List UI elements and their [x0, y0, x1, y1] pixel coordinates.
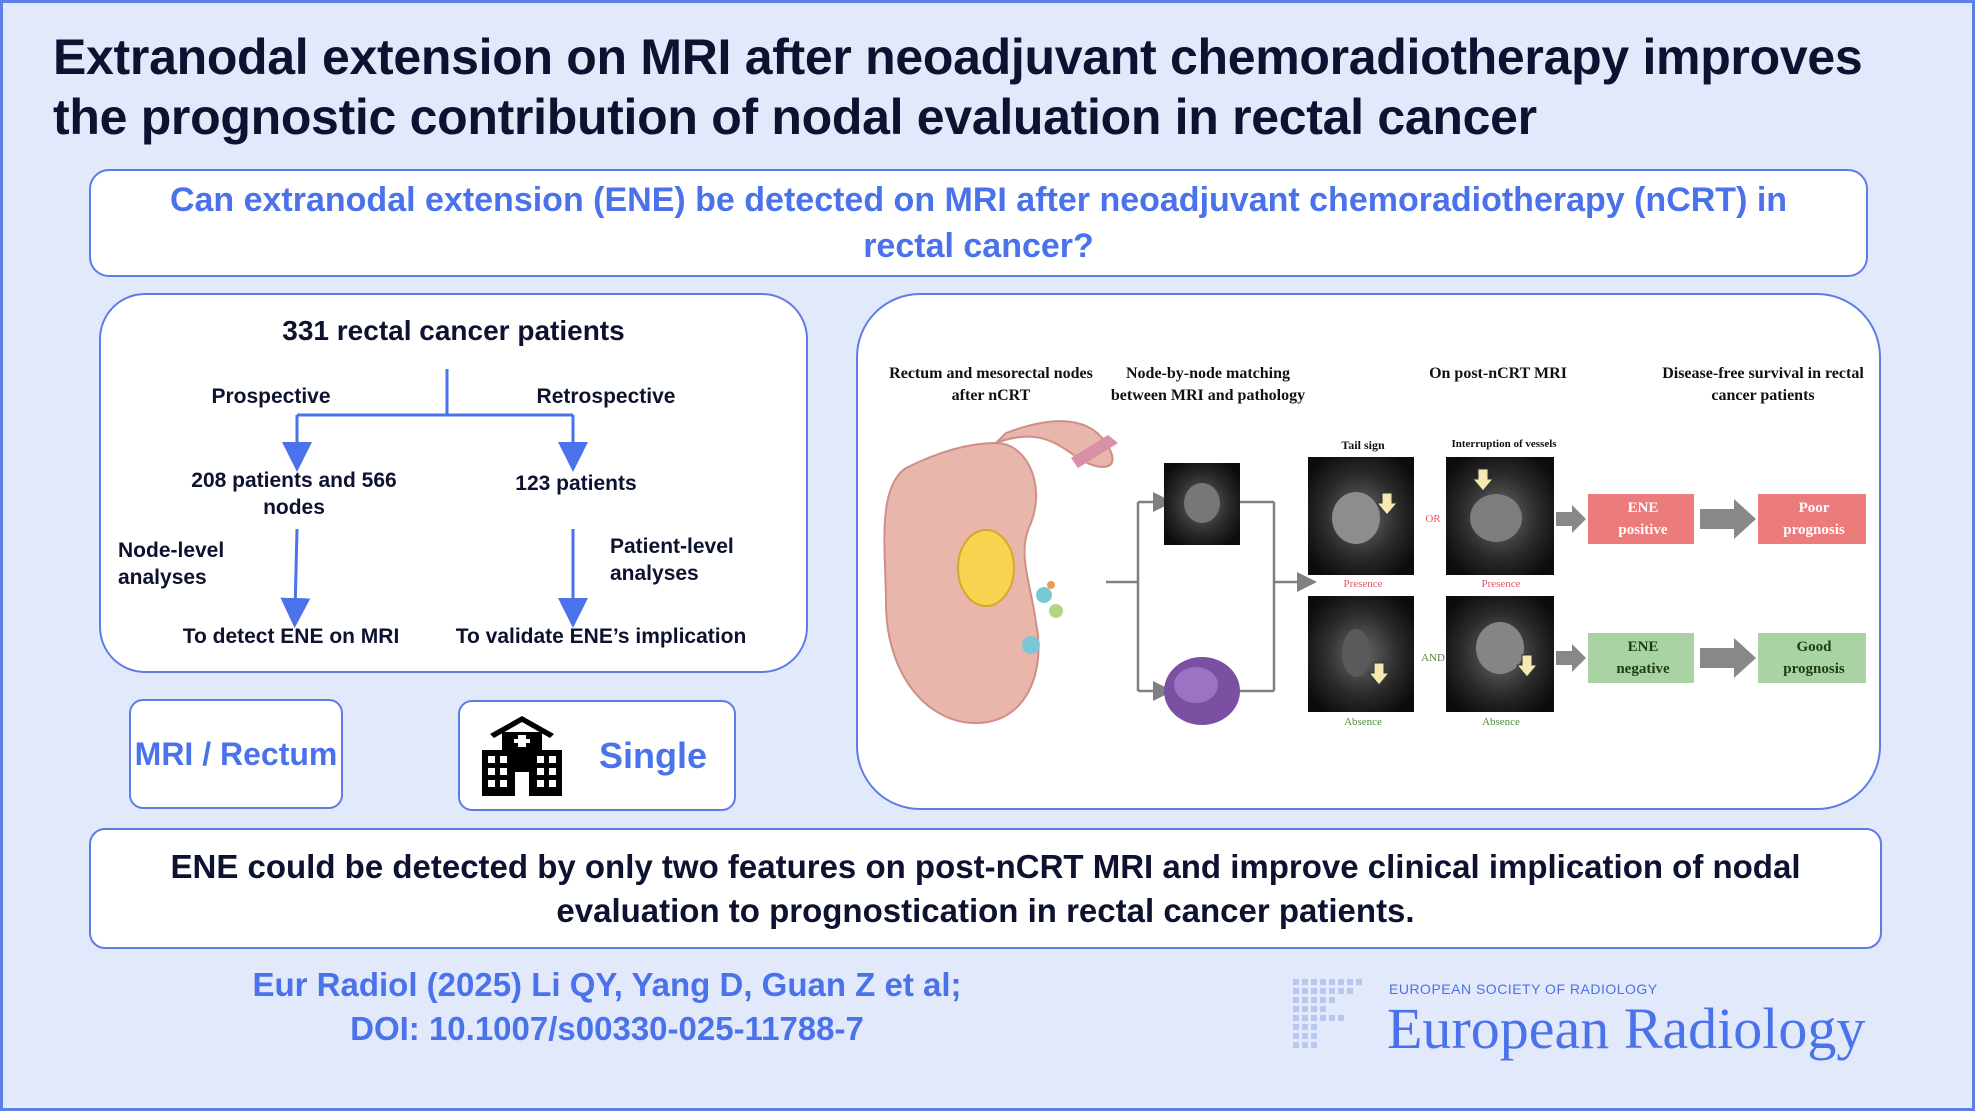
validate-goal: To validate ENE’s implication: [455, 625, 747, 648]
interruption-label: Interruption of vessels: [1451, 438, 1557, 450]
study-flow-panel: 331 rectal cancer patients Prospective R…: [99, 293, 808, 673]
modality-box: MRI / Rectum: [129, 699, 343, 809]
conclusion-text: ENE could be detected by only two featur…: [170, 847, 1801, 929]
presence-label-1: Presence: [1343, 578, 1383, 590]
page-title: Extranodal extension on MRI after neoadj…: [53, 29, 1863, 145]
esr-logo-icon: [1293, 979, 1362, 1048]
conclusion-box: ENE could be detected by only two featur…: [89, 828, 1882, 949]
journal-name: European Radiology: [1387, 996, 1866, 1061]
journal-logo: EUROPEAN SOCIETY OF RADIOLOGY European R…: [1293, 979, 1963, 1069]
society-name: EUROPEAN SOCIETY OF RADIOLOGY: [1389, 981, 1658, 997]
retrospective-count: 123 patients: [515, 472, 637, 495]
and-label: AND: [1421, 652, 1445, 664]
col1-heading: Rectum and mesorectal nodes after nCRT: [889, 365, 1093, 404]
center-label: Single: [598, 735, 708, 776]
patient-level-label: Patient-level analyses: [610, 535, 734, 585]
center-box: Single: [458, 700, 736, 811]
prospective-count: 208 patients and 566 nodes: [191, 469, 397, 519]
prospective-label: Prospective: [211, 385, 331, 408]
ene-negative-label: ENE negative: [1616, 639, 1670, 677]
poor-prognosis-box: [1758, 494, 1866, 544]
col3-heading: On post-nCRT MRI: [1429, 365, 1567, 382]
citation-line-1: Eur Radiol (2025) Li QY, Yang D, Guan Z …: [252, 966, 962, 1003]
flow-arrows: [280, 369, 588, 628]
poor-prognosis-label: Poor prognosis: [1783, 500, 1845, 538]
citation: Eur Radiol (2025) Li QY, Yang D, Guan Z …: [197, 963, 1017, 1051]
hospital-icon: [482, 716, 562, 796]
ene-positive-label: ENE positive: [1618, 500, 1668, 538]
rectum-illustration: [883, 420, 1118, 725]
retrospective-label: Retrospective: [536, 385, 676, 408]
modality-label: MRI / Rectum: [134, 736, 338, 772]
good-prognosis-box: [1758, 633, 1866, 683]
ene-negative-box: [1588, 633, 1694, 683]
research-question: Can extranodal extension (ENE) be detect…: [89, 169, 1868, 277]
figure-graphics: [883, 420, 1866, 725]
ene-positive-box: [1588, 494, 1694, 544]
node-level-label: Node-level analyses: [118, 539, 225, 589]
or-label: OR: [1425, 513, 1441, 525]
absence-label-1: Absence: [1344, 716, 1382, 728]
presence-label-2: Presence: [1481, 578, 1521, 590]
col2-heading: Node-by-node matching between MRI and pa…: [1110, 365, 1306, 404]
col4-heading: Disease-free survival in rectal cancer p…: [1662, 365, 1864, 404]
figure-panel: Rectum and mesorectal nodes after nCRT N…: [856, 293, 1881, 810]
tail-sign-label: Tail sign: [1341, 438, 1385, 452]
total-patients: 331 rectal cancer patients: [282, 315, 625, 346]
detect-goal: To detect ENE on MRI: [182, 625, 400, 648]
good-prognosis-label: Good prognosis: [1783, 639, 1845, 677]
absence-label-2: Absence: [1482, 716, 1520, 728]
citation-doi: DOI: 10.1007/s00330-025-11788-7: [350, 1010, 864, 1047]
